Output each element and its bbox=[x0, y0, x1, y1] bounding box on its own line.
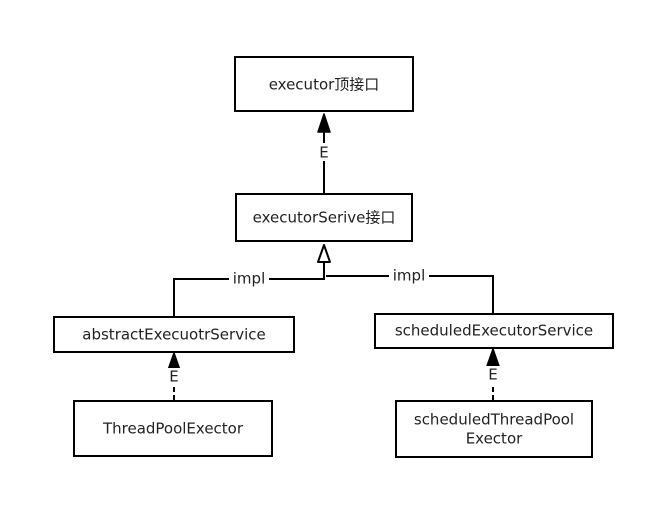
node-abstract-executor-service[interactable]: abstractExecuotrService bbox=[53, 316, 295, 353]
filled-arrowhead-icon bbox=[486, 348, 500, 367]
node-label-executor: executor顶接口 bbox=[269, 76, 380, 94]
node-executor[interactable]: executor顶接口 bbox=[234, 56, 414, 112]
node-executor-service[interactable]: executorSerive接口 bbox=[235, 193, 413, 242]
edge-service-to-executor: E bbox=[316, 113, 332, 193]
node-scheduled-thread-pool-executor[interactable]: scheduledThreadPool Exector bbox=[395, 400, 593, 458]
node-label-scheduled-thread-pool-executor-line1: scheduledThreadPool bbox=[414, 411, 574, 429]
hollow-arrowhead-icon bbox=[317, 244, 331, 263]
edge-label-threadpool-abstract: E bbox=[169, 368, 178, 386]
node-scheduled-executor-service[interactable]: scheduledExecutorService bbox=[374, 313, 614, 349]
edge-scheduled-to-service: impl bbox=[326, 266, 494, 313]
edge-label-service-executor: E bbox=[319, 144, 328, 162]
edge-scheduledpool-to-scheduled: E bbox=[486, 348, 500, 400]
node-thread-pool-executor[interactable]: ThreadPoolExector bbox=[73, 400, 273, 457]
edge-abstract-to-service: impl bbox=[173, 262, 325, 316]
node-label-abstract-executor-service: abstractExecuotrService bbox=[82, 326, 265, 344]
node-label-scheduled-thread-pool-executor-line2: Exector bbox=[466, 430, 523, 448]
edge-threadpool-to-abstract: E bbox=[167, 352, 181, 400]
node-label-scheduled-executor-service: scheduledExecutorService bbox=[395, 322, 593, 340]
edge-label-scheduledpool-scheduled: E bbox=[488, 366, 497, 384]
edge-label-abstract-service: impl bbox=[233, 270, 265, 288]
node-label-executor-service: executorSerive接口 bbox=[253, 209, 396, 227]
node-label-thread-pool-executor: ThreadPoolExector bbox=[102, 420, 244, 438]
edge-label-scheduled-service: impl bbox=[393, 267, 425, 285]
filled-arrowhead-icon bbox=[317, 113, 331, 133]
